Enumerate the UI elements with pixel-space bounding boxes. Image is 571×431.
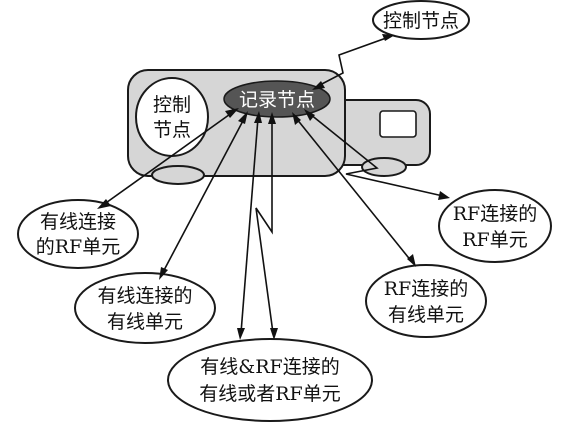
link-rf-to-mixed-unit — [255, 112, 278, 340]
wired-connected-wired-unit-line1: 有线连接的 — [97, 285, 192, 307]
link-wired-to-mixed-unit — [237, 111, 262, 340]
wired-connected-rf-unit-line1: 有线连接 — [40, 211, 116, 233]
link-rf-to-remote-control — [312, 34, 395, 90]
rf-connected-rf-unit-line1: RF连接的 — [453, 203, 538, 225]
onboard-control-line1: 控制 — [153, 94, 191, 116]
wired-connected-wired-unit-node: 有线连接的 有线单元 — [74, 272, 216, 344]
connections — [97, 34, 450, 340]
link-rf-to-rf-rf-unit — [304, 109, 450, 200]
rf-connected-wired-unit-line2: 有线单元 — [388, 304, 464, 326]
truck-window — [379, 110, 417, 138]
link-wired-to-rf-wired-unit — [292, 112, 416, 267]
wired-connected-rf-unit-node: 有线连接 的RF单元 — [17, 199, 139, 269]
wired-connected-wired-unit-line2: 有线单元 — [107, 311, 183, 333]
mixed-connected-unit-line2: 有线或者RF单元 — [199, 383, 341, 405]
wired-connected-rf-unit-line2: 的RF单元 — [36, 236, 121, 258]
truck-wheel-front — [361, 157, 407, 177]
rf-connected-wired-unit-line1: RF连接的 — [384, 278, 469, 300]
remote-control-label: 控制节点 — [383, 10, 459, 32]
onboard-control-line2: 节点 — [153, 119, 191, 141]
remote-control-node: 控制节点 — [372, 0, 470, 40]
onboard-control-node: 控制 节点 — [135, 77, 209, 157]
mixed-connected-unit-line1: 有线&RF连接的 — [200, 356, 339, 378]
recording-node-label: 记录节点 — [239, 89, 315, 111]
link-wired-to-wired-rf-unit — [97, 108, 239, 209]
rf-connected-wired-unit-node: RF连接的 有线单元 — [365, 264, 487, 338]
truck-wheel-rear — [151, 165, 205, 185]
rf-connected-rf-unit-line2: RF单元 — [462, 229, 528, 251]
link-wired-to-wired-wired-unit — [159, 111, 248, 280]
rf-connected-rf-unit-node: RF连接的 RF单元 — [438, 189, 552, 263]
recording-node: 记录节点 — [223, 80, 331, 118]
mixed-connected-unit-node: 有线&RF连接的 有线或者RF单元 — [167, 338, 373, 422]
